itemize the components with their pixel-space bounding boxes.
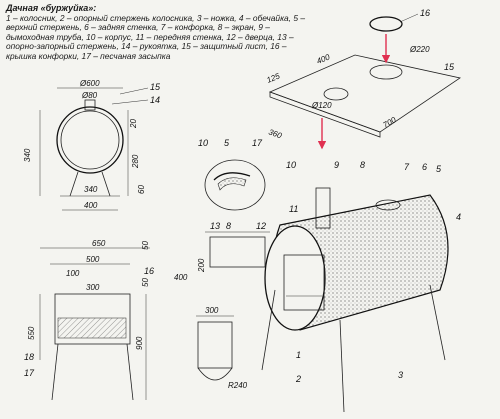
caption: Дачная «буржуйка»: 1 – колосник, 2 – опо… bbox=[6, 3, 306, 62]
grate-view: 300 R240 bbox=[196, 306, 248, 390]
detail-circle bbox=[204, 159, 266, 211]
main-callout-3: 3 bbox=[398, 370, 403, 380]
detail-callout-5: 5 bbox=[224, 138, 230, 148]
grate-dim-300: 300 bbox=[205, 306, 219, 315]
main-callout-7: 7 bbox=[404, 162, 410, 172]
door-callout-8: 8 bbox=[226, 221, 231, 231]
leg-front-right bbox=[339, 319, 345, 413]
front-dim-400: 400 bbox=[84, 201, 98, 210]
front-view: Ø600 Ø80 340 280 340 400 20 60 15 14 bbox=[23, 79, 161, 211]
side-callout-17: 17 bbox=[24, 368, 35, 378]
front-leg-right bbox=[101, 171, 111, 197]
grate-plate bbox=[197, 321, 233, 369]
door-dim-50b: 50 bbox=[141, 278, 150, 287]
chimney-pipe bbox=[315, 187, 331, 229]
detail-sand bbox=[217, 177, 247, 191]
plate-dim-400: 400 bbox=[315, 52, 331, 66]
front-callout-14: 14 bbox=[150, 95, 160, 105]
door-view: 13 8 12 50 200 400 50 bbox=[141, 221, 270, 287]
side-leg-left bbox=[51, 343, 59, 401]
plate-dim-700: 700 bbox=[382, 115, 399, 130]
plate-outline bbox=[268, 54, 461, 133]
front-wall bbox=[264, 225, 326, 331]
main-callout-10: 10 bbox=[286, 160, 296, 170]
side-leg-right bbox=[126, 343, 134, 401]
caption-legend: 1 – колосник, 2 – опорный стержень колос… bbox=[6, 12, 305, 61]
side-callout-16: 16 bbox=[144, 266, 154, 276]
side-body bbox=[54, 293, 131, 345]
front-dim-20: 20 bbox=[129, 119, 138, 129]
door-dim-200: 200 bbox=[197, 258, 206, 273]
front-dim-340b: 340 bbox=[84, 185, 98, 194]
door-dim-50: 50 bbox=[141, 241, 150, 250]
side-dim-100: 100 bbox=[66, 269, 80, 278]
detail-callout-17: 17 bbox=[252, 138, 263, 148]
main-callout-8: 8 bbox=[360, 160, 365, 170]
detail-curve-outer bbox=[213, 172, 251, 181]
main-callout-9: 9 bbox=[334, 160, 339, 170]
front-callout-15: 15 bbox=[150, 82, 161, 92]
front-shell-outline bbox=[56, 106, 124, 174]
side-dim-650: 650 bbox=[92, 239, 106, 248]
top-plate: 16 15 400 125 Ø120 Ø220 360 700 bbox=[265, 8, 461, 150]
door-callout-13: 13 bbox=[210, 221, 220, 231]
main-callout-2: 2 bbox=[295, 374, 301, 384]
plate-hole-large bbox=[369, 64, 403, 80]
main-callout-6: 6 bbox=[422, 162, 427, 172]
side-dim-300: 300 bbox=[86, 283, 100, 292]
main-callout-5: 5 bbox=[436, 164, 442, 174]
grate-arc bbox=[197, 367, 233, 381]
side-dim-550: 550 bbox=[27, 326, 36, 340]
front-dim-280: 280 bbox=[131, 154, 140, 169]
plate-dim-360: 360 bbox=[267, 127, 283, 140]
burner-ring bbox=[375, 199, 401, 211]
door-callout-12: 12 bbox=[256, 221, 266, 231]
leg-front-left bbox=[261, 289, 276, 371]
burner-lid bbox=[369, 16, 403, 32]
side-firewood bbox=[57, 317, 127, 339]
side-callout-18: 18 bbox=[24, 352, 34, 362]
front-dim-340: 340 bbox=[23, 148, 32, 162]
front-leader-14 bbox=[111, 99, 149, 105]
leg-back bbox=[429, 284, 446, 361]
front-dim-60: 60 bbox=[137, 185, 146, 194]
side-view: 650 500 100 300 550 900 16 18 17 bbox=[24, 239, 154, 401]
plate-dim-120: Ø120 bbox=[311, 101, 332, 110]
front-shell-inner bbox=[60, 110, 120, 170]
lid-leader bbox=[399, 13, 419, 23]
plate-hole-small bbox=[323, 87, 349, 101]
caption-title: Дачная «буржуйка»: bbox=[6, 3, 97, 13]
detail-callout-10: 10 bbox=[198, 138, 208, 148]
firebox-opening bbox=[283, 254, 325, 311]
main-stove: 10 9 8 7 6 5 11 4 1 2 3 bbox=[261, 160, 461, 413]
plate-dim-125: 125 bbox=[265, 71, 281, 85]
front-leader-15 bbox=[119, 87, 149, 95]
detail-view: 10 5 17 bbox=[198, 138, 266, 211]
plate-callout-15: 15 bbox=[444, 62, 455, 72]
main-callout-1: 1 bbox=[296, 350, 301, 360]
front-dim-600: Ø600 bbox=[79, 79, 100, 88]
side-dim-500: 500 bbox=[86, 255, 100, 264]
door-dim-400: 400 bbox=[174, 273, 188, 282]
plate-callout-16: 16 bbox=[420, 8, 430, 18]
main-callout-11: 11 bbox=[289, 204, 298, 214]
front-leg-left bbox=[69, 171, 79, 197]
front-dim-80: Ø80 bbox=[81, 91, 98, 100]
main-callout-4: 4 bbox=[456, 212, 461, 222]
side-dim-900: 900 bbox=[135, 336, 144, 350]
front-chimney-stub bbox=[84, 99, 96, 111]
plate-dim-220: Ø220 bbox=[409, 45, 430, 54]
plate-edge bbox=[269, 91, 381, 138]
door-panel bbox=[209, 236, 266, 268]
grate-dim-r240: R240 bbox=[228, 381, 248, 390]
